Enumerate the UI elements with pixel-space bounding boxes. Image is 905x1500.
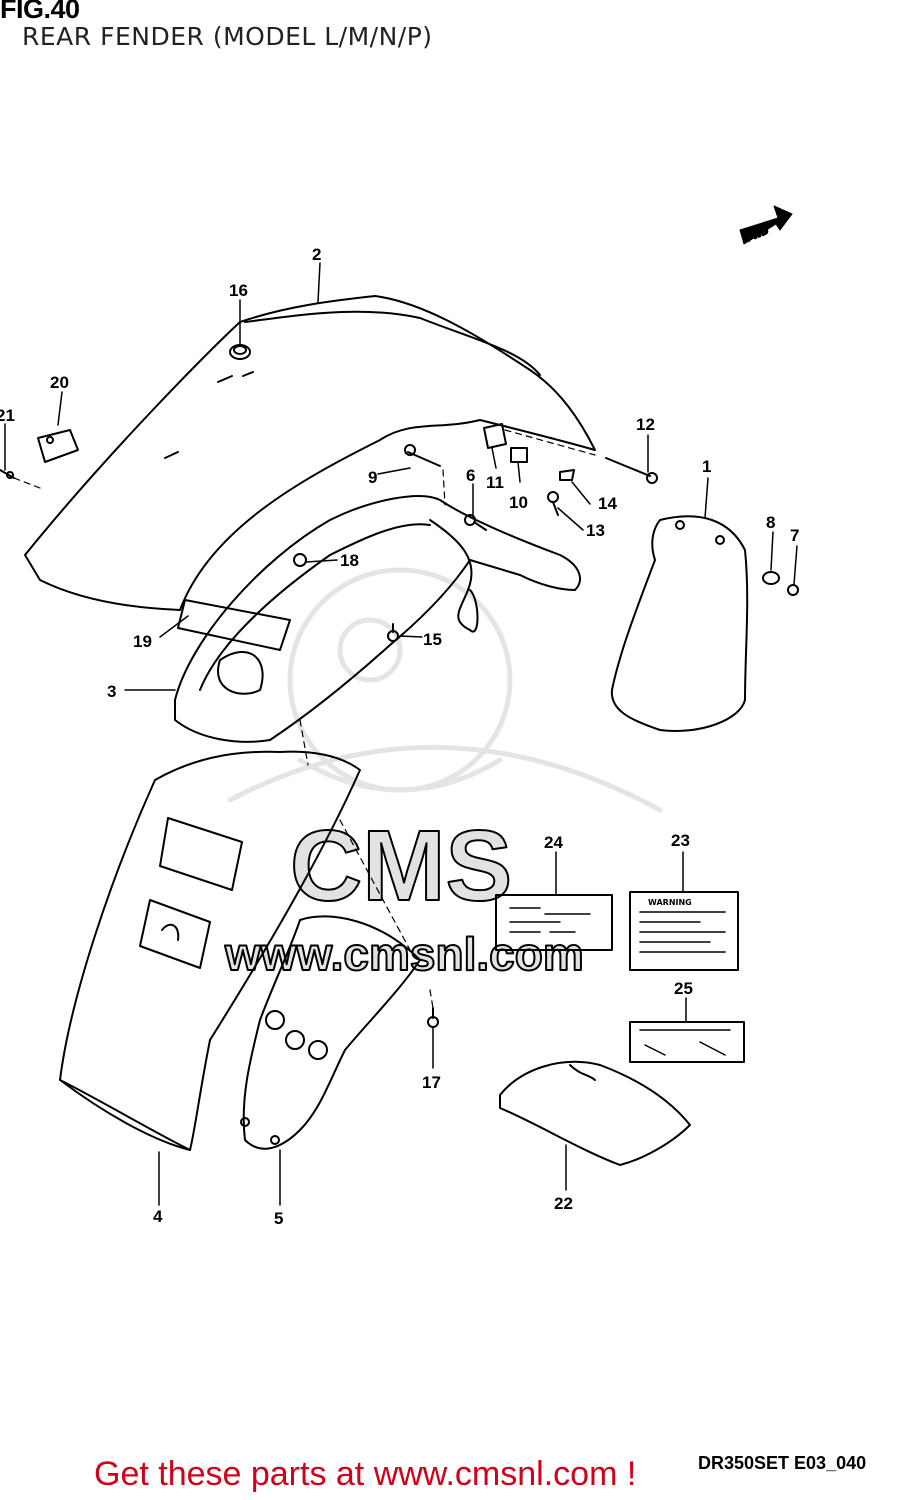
callout-numbers: 2 16 20 21 9 6 11 10 12 14 13 1 8 7 18 1… bbox=[0, 245, 799, 1228]
part-8-washer bbox=[762, 571, 780, 585]
warning-label-header: WARNING bbox=[648, 898, 692, 907]
callout-6: 6 bbox=[466, 466, 475, 485]
callout-20: 20 bbox=[50, 373, 69, 392]
part-15-bolt bbox=[387, 623, 399, 642]
part-11-cushion bbox=[483, 423, 507, 449]
carrier-bracket bbox=[429, 519, 479, 633]
callout-7: 7 bbox=[790, 526, 799, 545]
fender-slot bbox=[164, 451, 179, 459]
extension-light-window bbox=[159, 817, 243, 891]
part-19-fender-trim bbox=[177, 599, 291, 651]
fwd-arrow-icon: FWD bbox=[739, 205, 793, 245]
callout-18: 18 bbox=[340, 551, 359, 570]
part-6-bolt bbox=[464, 514, 487, 531]
callout-24: 24 bbox=[544, 833, 563, 852]
part-23-warning-label: WARNING bbox=[629, 891, 739, 971]
carrier-cutout bbox=[217, 650, 264, 695]
fender-hole bbox=[229, 344, 251, 360]
dashed-assembly-lines bbox=[13, 429, 596, 1009]
leader-lines bbox=[4, 262, 798, 1206]
watermark-mascot-mouth bbox=[297, 757, 503, 793]
part-1-mud-flap bbox=[610, 515, 749, 732]
part-24-info-label bbox=[495, 894, 613, 951]
callout-8: 8 bbox=[766, 513, 775, 532]
fender-slot bbox=[217, 371, 254, 383]
callout-23: 23 bbox=[671, 831, 690, 850]
callout-5: 5 bbox=[274, 1209, 283, 1228]
callout-15: 15 bbox=[423, 630, 442, 649]
figure-title: FIG.40 bbox=[0, 0, 80, 24]
part-18-grommet bbox=[293, 553, 307, 567]
watermark-mascot-head bbox=[287, 567, 513, 793]
extension-detail bbox=[161, 923, 180, 941]
figure-code: DR350SET E03_040 bbox=[698, 1453, 867, 1473]
callout-3: 3 bbox=[107, 682, 116, 701]
part-17-bolt bbox=[427, 1007, 439, 1028]
part-9-bolt bbox=[404, 444, 441, 467]
part-13-bolt bbox=[547, 491, 559, 516]
extension-plate-recess bbox=[139, 899, 211, 969]
part-3-rear-carrier bbox=[174, 495, 581, 743]
watermark-url: www.cmsnl.com bbox=[224, 928, 584, 980]
part-20-bracket bbox=[37, 429, 79, 463]
figure-subtitle: REAR FENDER (MODEL L/M/N/P) bbox=[22, 22, 433, 51]
callout-14: 14 bbox=[598, 494, 617, 513]
part-7-screw bbox=[787, 584, 799, 596]
callout-2: 2 bbox=[312, 245, 321, 264]
part-25-tire-label bbox=[629, 1021, 745, 1063]
callout-16: 16 bbox=[229, 281, 248, 300]
part-2-rear-fender bbox=[24, 295, 596, 611]
watermark-mascot-eye bbox=[337, 617, 403, 683]
part-12-bolt bbox=[605, 457, 658, 484]
callout-19: 19 bbox=[133, 632, 152, 651]
part-5-plate-bracket bbox=[240, 915, 421, 1150]
part-22-tool-bag bbox=[499, 1060, 691, 1166]
callout-21: 21 bbox=[0, 406, 15, 425]
callout-1: 1 bbox=[702, 457, 711, 476]
watermark-brand: CMS bbox=[290, 810, 512, 922]
callout-13: 13 bbox=[586, 521, 605, 540]
callout-12: 12 bbox=[636, 415, 655, 434]
part-14-nut bbox=[559, 469, 575, 481]
callout-25: 25 bbox=[674, 979, 693, 998]
callout-9: 9 bbox=[368, 468, 377, 487]
promo-link[interactable]: Get these parts at www.cmsnl.com ! bbox=[94, 1455, 637, 1493]
watermark-mascot-cap bbox=[227, 745, 663, 813]
callout-11: 11 bbox=[486, 473, 504, 492]
callout-17: 17 bbox=[422, 1073, 441, 1092]
part-10-collar bbox=[510, 447, 528, 463]
part-21-bolt bbox=[0, 469, 15, 479]
watermark bbox=[227, 567, 663, 813]
callout-4: 4 bbox=[153, 1207, 163, 1226]
callout-10: 10 bbox=[509, 493, 528, 512]
callout-22: 22 bbox=[554, 1194, 573, 1213]
part-16-grommet bbox=[233, 345, 247, 355]
part-4-fender-extension bbox=[59, 750, 361, 1151]
